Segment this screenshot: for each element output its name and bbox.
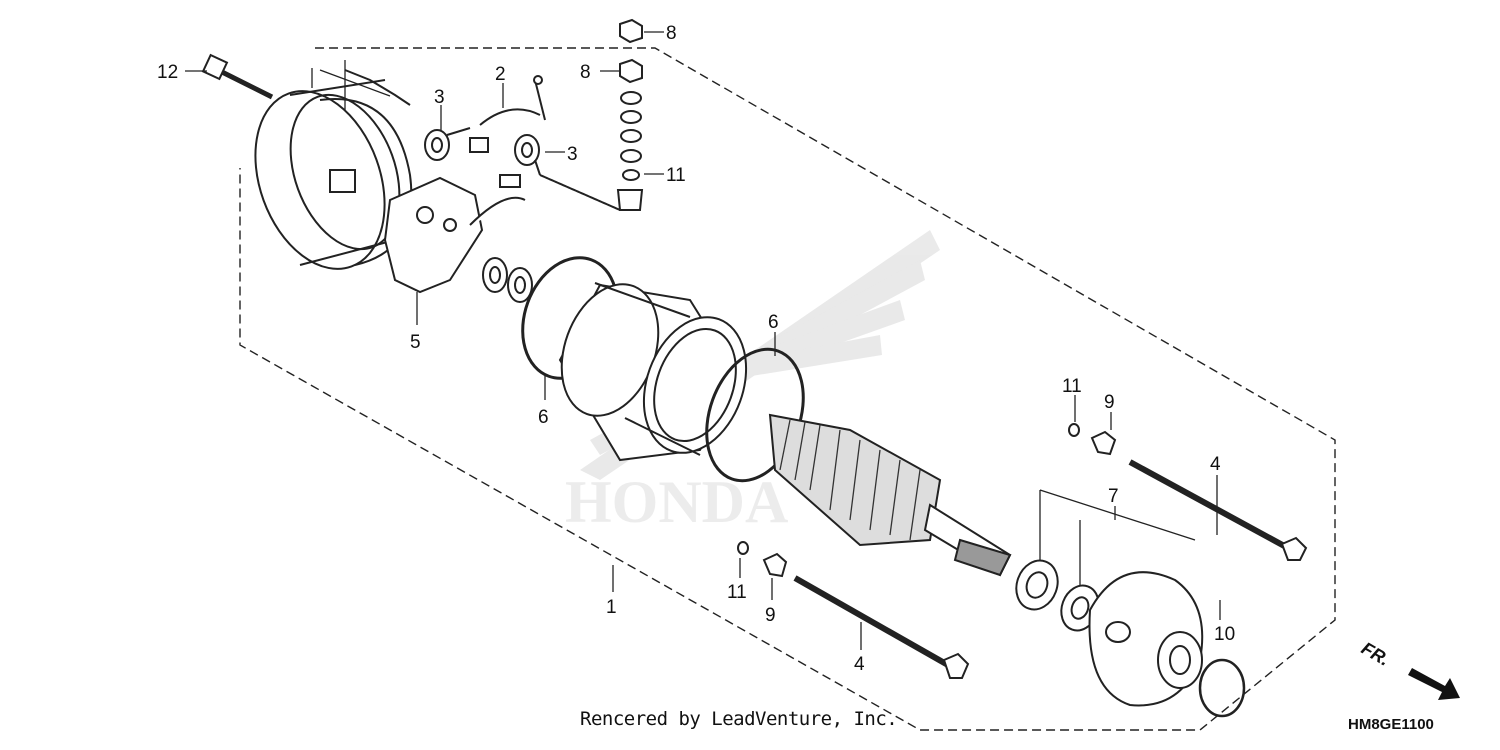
callout-3-upper: 3 xyxy=(434,87,445,108)
brush-spring-left xyxy=(424,127,471,161)
front-direction-arrow xyxy=(1408,668,1460,700)
through-bolt-lower xyxy=(737,541,970,679)
assembly-boundary xyxy=(239,47,1336,731)
callout-11-terminal: 11 xyxy=(666,165,686,186)
callout-11-lower: 11 xyxy=(727,582,747,603)
callout-11-upper: 11 xyxy=(1062,376,1082,397)
callout-5: 5 xyxy=(410,332,421,353)
render-credit: Rencered by LeadVenture, Inc. xyxy=(580,708,898,730)
motor-case xyxy=(558,282,748,462)
through-bolt-upper xyxy=(1068,423,1308,561)
brush-terminal xyxy=(469,75,546,153)
callout-4-lower: 4 xyxy=(854,654,865,675)
callout-3-right: 3 xyxy=(567,144,578,165)
callout-2: 2 xyxy=(495,64,506,85)
brush-holder-plate xyxy=(383,174,526,294)
callout-7: 7 xyxy=(1108,486,1119,507)
armature xyxy=(768,413,1012,577)
callout-10: 10 xyxy=(1214,624,1235,645)
callout-4-upper: 4 xyxy=(1210,454,1221,475)
brush-spring-right xyxy=(514,134,541,176)
diagram-code: HM8GE1100 xyxy=(1348,716,1434,733)
callout-9-upper: 9 xyxy=(1104,392,1115,413)
callout-8-second: 8 xyxy=(580,62,591,83)
terminal-hardware-stack xyxy=(539,18,644,211)
bearing-7a xyxy=(1015,559,1059,611)
callout-8-top: 8 xyxy=(666,23,677,44)
callout-9-lower: 9 xyxy=(765,605,776,626)
callout-6-left: 6 xyxy=(538,407,549,428)
leader-lines xyxy=(185,31,1221,650)
front-cover xyxy=(1088,571,1204,707)
thrust-washers xyxy=(482,257,533,303)
callout-6-right: 6 xyxy=(768,312,779,333)
o-ring-10 xyxy=(1198,658,1246,718)
bolt-12 xyxy=(201,53,274,100)
callout-1: 1 xyxy=(606,597,617,618)
callout-12: 12 xyxy=(157,62,178,83)
